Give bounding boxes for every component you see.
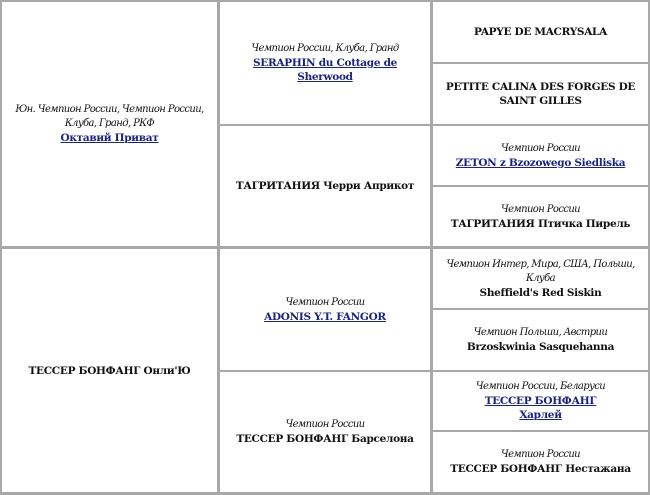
dam-dam-dam-title: Чемпион России bbox=[500, 449, 581, 460]
sire-sire-dam-name: PETITE CALINA DES FORGES DE SAINT GILLES bbox=[445, 81, 636, 107]
sire-sire-cell: Чемпион России, Клуба, Гранд SERAPHIN du… bbox=[220, 2, 430, 124]
sire-dam-sire-title: Чемпион России bbox=[500, 142, 581, 154]
dam-dam-dam-name: ТЕССЕР БОНФАНГ Нестажана bbox=[450, 463, 631, 475]
sire-dam-dam-cell: Чемпион России ТАГРИТАНИЯ Птичка Пирель bbox=[433, 187, 648, 246]
sire-cell: Юн. Чемпион России, Чемпион России, Клуб… bbox=[2, 2, 217, 246]
sire-name-link[interactable]: Октавий Приват bbox=[60, 132, 159, 144]
sire-sire-dam-cell: PETITE CALINA DES FORGES DE SAINT GILLES bbox=[433, 64, 648, 124]
sire-sire-title: Чемпион России, Клуба, Гранд bbox=[251, 43, 399, 54]
sire-sire-sire-name: PAPYE DE MACRYSALA bbox=[474, 26, 607, 38]
dam-dam-name: ТЕССЕР БОНФАНГ Барселона bbox=[236, 433, 414, 445]
sire-dam-cell: ТАГРИТАНИЯ Черри Априкот bbox=[220, 126, 430, 246]
sire-dam-sire-cell: Чемпион России ZETON z Bzozowego Siedlis… bbox=[433, 126, 648, 185]
dam-sire-dam-name: Brzoskwinia Sasquehanna bbox=[466, 341, 615, 353]
sire-dam-sire-name-link[interactable]: ZETON z Bzozowego Siedliska bbox=[455, 156, 626, 169]
dam-sire-sire-cell: Чемпион Интер, Мира, США, Польши, Клуба … bbox=[433, 249, 648, 308]
dam-dam-sire-title: Чемпион России, Беларуси bbox=[475, 381, 606, 392]
dam-dam-title: Чемпион России bbox=[285, 419, 365, 430]
sire-dam-name: ТАГРИТАНИЯ Черри Априкот bbox=[235, 180, 415, 192]
dam-sire-sire-name: Sheffield's Red Siskin bbox=[479, 286, 602, 299]
dam-sire-sire-title: Чемпион Интер, Мира, США, Польши, Клуба bbox=[446, 258, 635, 284]
sire-title: Юн. Чемпион России, Чемпион России, Клуб… bbox=[15, 104, 204, 129]
sire-dam-dam-title: Чемпион России bbox=[500, 203, 581, 215]
dam-sire-name-link[interactable]: ADONIS Y.T. FANGOR bbox=[264, 310, 386, 323]
sire-dam-dam-name: ТАГРИТАНИЯ Птичка Пирель bbox=[450, 217, 631, 230]
dam-sire-dam-cell: Чемпион Польши, Австрии Brzoskwinia Sasq… bbox=[433, 310, 648, 370]
dam-name: ТЕССЕР БОНФАНГ Онли'Ю bbox=[28, 364, 191, 377]
sire-sire-name-link[interactable]: SERAPHIN du Cottage de Sherwood bbox=[252, 57, 398, 83]
dam-cell: ТЕССЕР БОНФАНГ Онли'Ю bbox=[2, 249, 217, 492]
dam-dam-sire-cell: Чемпион России, Беларуси ТЕССЕР БОНФАНГ … bbox=[433, 372, 648, 430]
dam-dam-sire-name-line2-link[interactable]: Харлей bbox=[519, 409, 562, 421]
dam-dam-cell: Чемпион России ТЕССЕР БОНФАНГ Барселона bbox=[220, 372, 430, 492]
dam-sire-dam-title: Чемпион Польши, Австрии bbox=[473, 327, 608, 338]
dam-dam-dam-cell: Чемпион России ТЕССЕР БОНФАНГ Нестажана bbox=[433, 432, 648, 492]
sire-sire-sire-cell: PAPYE DE MACRYSALA bbox=[433, 2, 648, 62]
dam-sire-title: Чемпион России bbox=[285, 296, 365, 308]
dam-dam-sire-name-line1-link[interactable]: ТЕССЕР БОНФАНГ bbox=[484, 395, 597, 407]
dam-sire-cell: Чемпион России ADONIS Y.T. FANGOR bbox=[220, 249, 430, 370]
